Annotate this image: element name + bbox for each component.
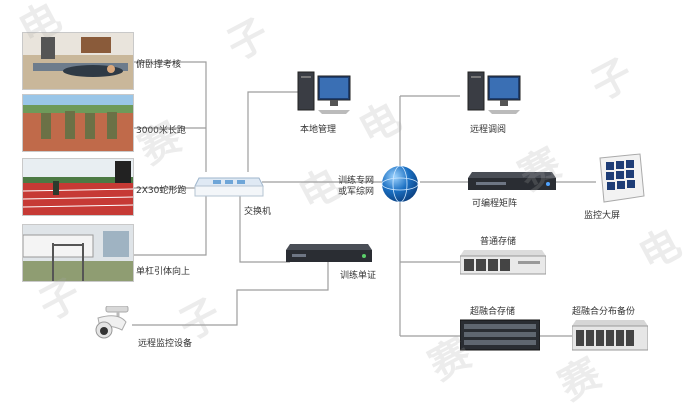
switch-label: 交换机: [244, 207, 272, 217]
matrix-device-icon: [468, 170, 556, 196]
switch-icon: [193, 170, 265, 204]
photo-serpentine-run: [22, 158, 134, 216]
monitor-wall-icon: [596, 152, 646, 208]
hyper-backup-rack-icon: [571, 318, 649, 356]
local-mgmt-label: 本地管理: [300, 125, 337, 135]
photo-pullup: [22, 224, 134, 282]
monitor-wall-label: 监控大屏: [584, 211, 621, 221]
link-local-mgmt: [247, 91, 300, 172]
run-label: 3000米长跑: [136, 126, 186, 136]
matrix-label: 可编程矩阵: [472, 199, 518, 209]
pushup-label: 俯卧撑考核: [136, 60, 182, 70]
hyper-backup-label: 超融合分布备份: [572, 307, 636, 317]
photo-3000m-run: [22, 94, 134, 152]
link-pushup: [133, 61, 207, 172]
remote-review-label: 远程调阅: [470, 125, 507, 135]
serpentine-label: 2X30蛇形跑: [136, 186, 187, 196]
network-label-line1: 训练专网: [338, 176, 375, 186]
photo-pushup: [22, 32, 134, 90]
training-cert-label: 训练单证: [340, 271, 377, 281]
storage-label: 普通存储: [480, 237, 517, 247]
camera-label: 远程监控设备: [138, 339, 193, 349]
link-training-cert: [239, 196, 290, 263]
network-globe-icon: [380, 164, 420, 208]
training-cert-recorder-icon: [286, 240, 372, 268]
hyper-storage-label: 超融合存储: [470, 307, 516, 317]
link-pullup: [133, 196, 207, 256]
dome-camera-icon: [88, 305, 132, 346]
link-camera: [132, 262, 329, 326]
network-label-line2: 或军综网: [338, 187, 375, 197]
storage-server-icon: [459, 248, 547, 280]
hyper-storage-rack-icon: [459, 318, 541, 356]
pullup-label: 单杠引体向上: [136, 267, 191, 277]
local-mgmt-pc-icon: [296, 70, 352, 120]
remote-review-pc-icon: [466, 70, 522, 120]
